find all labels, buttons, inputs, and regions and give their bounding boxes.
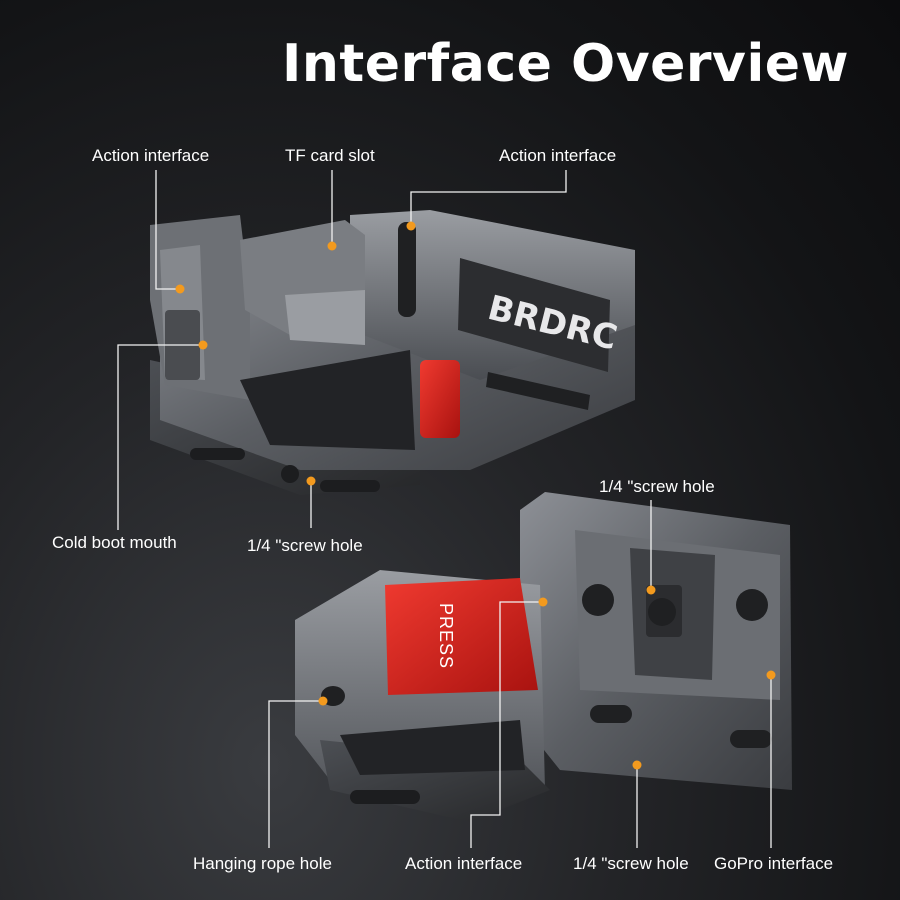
press-button xyxy=(385,578,538,695)
label-action-interface-bottom: Action interface xyxy=(405,854,523,873)
label-gopro-interface: GoPro interface xyxy=(714,854,834,873)
label-hanging-rope-hole: Hanging rope hole xyxy=(193,854,332,873)
screw-hole-right xyxy=(648,598,676,626)
internal-red-latch xyxy=(420,360,460,438)
label-action-interface-top-left: Action interface xyxy=(92,146,210,165)
top-mount-device: BRDRC xyxy=(150,210,635,495)
label-screw-hole-right: 1/4 "screw hole xyxy=(599,477,715,496)
bottom-mount-device: PRESS xyxy=(295,492,792,822)
label-tf-card-slot: TF card slot xyxy=(285,146,375,165)
label-cold-boot-mouth: Cold boot mouth xyxy=(52,533,177,552)
page-title: Interface Overview xyxy=(282,34,850,94)
label-action-interface-top-right: Action interface xyxy=(499,146,617,165)
press-button-text: PRESS xyxy=(436,603,456,669)
callout-lines xyxy=(117,170,776,848)
label-screw-hole-bottom: 1/4 "screw hole xyxy=(573,854,689,873)
label-screw-hole-top: 1/4 "screw hole xyxy=(247,536,363,555)
